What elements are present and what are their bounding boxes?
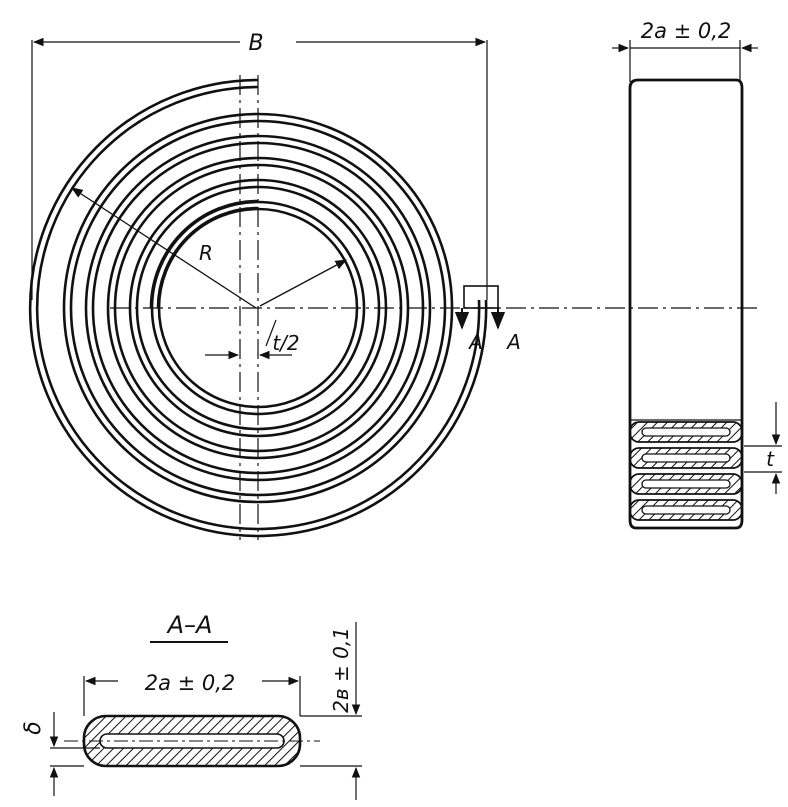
dimension-b: B xyxy=(31,31,488,300)
spiral-outer-turn xyxy=(35,85,481,531)
side-view-outline xyxy=(628,78,744,530)
spiral-outer-turn xyxy=(28,78,488,538)
label-b: B xyxy=(248,31,263,56)
dimension-half-pitch: t/2 xyxy=(205,319,300,360)
label-r: R xyxy=(199,241,213,265)
section-width-dimension: 2a ± 0,2 xyxy=(83,671,301,716)
side-width-dimension: 2a ± 0,2 xyxy=(612,19,758,82)
pitch-dimension: t xyxy=(744,402,782,494)
label-section-height: 2в ± 0,1 xyxy=(329,627,353,713)
thickness-dimension: δ xyxy=(21,712,100,796)
spiral-inner-end xyxy=(149,199,259,309)
section-marks: A A xyxy=(454,285,521,354)
centerlines xyxy=(110,75,760,540)
label-side-width: 2a ± 0,2 xyxy=(641,19,732,43)
label-section-width: 2a ± 0,2 xyxy=(145,671,236,695)
label-half-pitch: t/2 xyxy=(272,331,299,355)
spiral-inner-end xyxy=(156,206,259,309)
section-view: A–A 2a ± 0,2 2в ± 0,1 δ xyxy=(21,611,362,800)
side-cross-sections xyxy=(629,421,743,521)
section-mark-a-left: A xyxy=(467,330,483,354)
section-title: A–A xyxy=(166,611,213,639)
section-height-dimension: 2в ± 0,1 xyxy=(300,622,362,800)
section-mark-a-right: A xyxy=(505,330,521,354)
side-view: 2a ± 0,2 t xyxy=(612,19,782,530)
main-view: B R t/2 A A xyxy=(28,31,760,540)
label-thickness: δ xyxy=(21,721,46,734)
dimension-r: R xyxy=(71,187,348,309)
label-pitch: t xyxy=(766,447,775,471)
